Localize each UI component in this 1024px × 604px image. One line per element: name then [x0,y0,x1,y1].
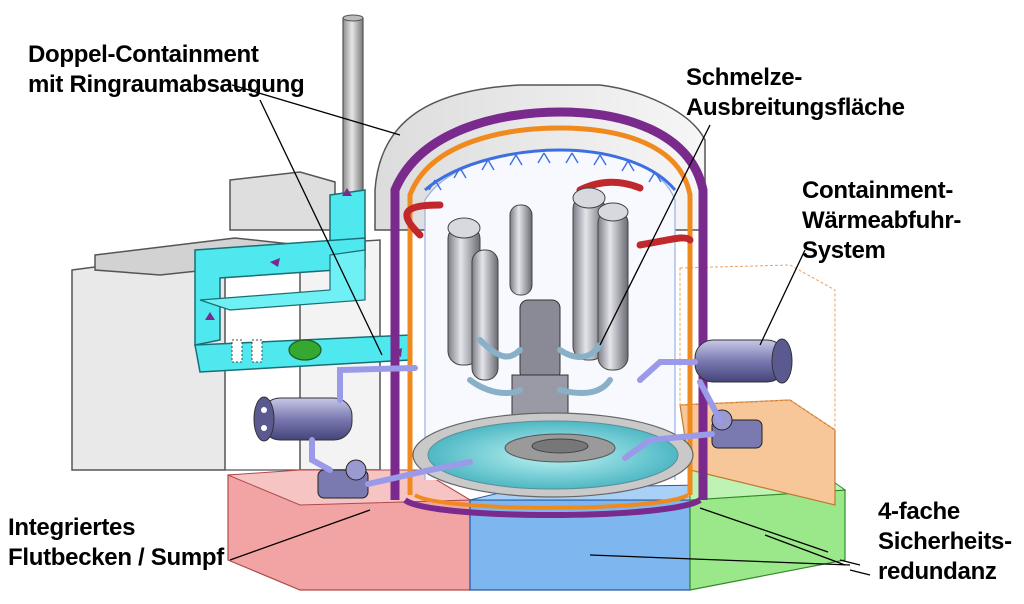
label-double-containment: Doppel-Containment mit Ringraumabsaugung [28,40,305,100]
label-melt-spreading-line1: Schmelze- [686,64,803,91]
annulus-ventilation-duct [194,188,411,373]
label-heat-removal: Containment- Wärmeabfuhr- System [802,176,961,266]
label-heat-removal-line3: System [802,237,886,264]
melt-spreading-area [412,412,694,498]
heat-exchanger-right [694,338,793,384]
label-double-containment-line2: mit Ringraumabsaugung [28,71,305,98]
label-melt-spreading: Schmelze- Ausbreitungsfläche [686,63,905,123]
label-flood-tank-line2: Flutbecken / Sumpf [8,544,224,571]
label-redundancy-line2: Sicherheits- [878,528,1012,555]
spray-system [424,148,677,192]
label-redundancy-line3: redundanz [878,558,997,585]
label-flood-tank-line1: Integriertes [8,514,136,541]
pump-left [317,459,369,499]
label-redundancy-line1: 4-fache [878,498,960,525]
label-double-containment-line1: Doppel-Containment [28,41,259,68]
fan-icon [288,339,322,361]
steel-containment [390,107,708,518]
pump-right [711,409,763,449]
cooling-piping [309,359,723,487]
label-melt-spreading-line2: Ausbreitungsfläche [686,94,905,121]
heat-exchanger-left [253,396,353,442]
label-redundancy: 4-fache Sicherheits- redundanz [878,497,1012,587]
label-flood-tank: Integriertes Flutbecken / Sumpf [8,513,224,573]
label-heat-removal-line1: Containment- [802,177,954,204]
reactor-coolant-system [447,187,629,416]
leader-lines [229,84,871,576]
label-heat-removal-line2: Wärmeabfuhr- [802,207,962,234]
